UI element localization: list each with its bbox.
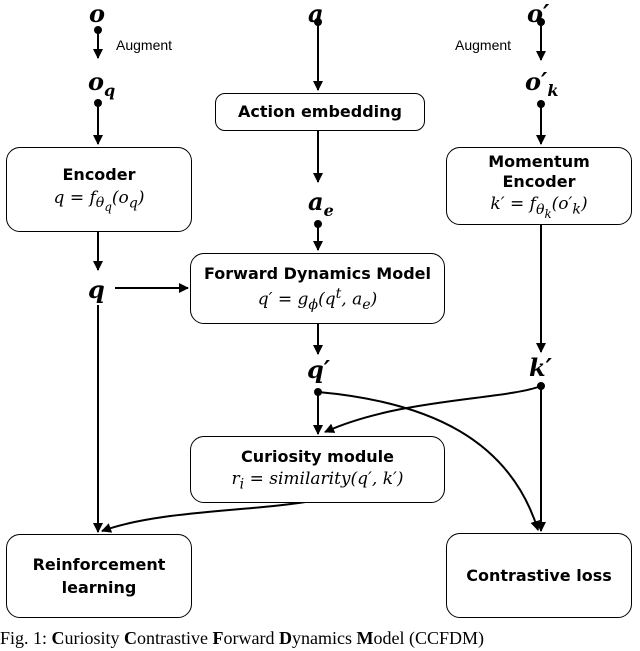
node-q: q [88,275,105,304]
node-o: o [89,0,106,28]
forward-dynamics-formula: q′ = gϕ(qt, ae) [257,286,378,314]
momentum-encoder-label-2: Encoder [502,171,576,191]
dot-oq [94,99,102,107]
encoder-label: Encoder [62,165,136,185]
curiosity-module-formula: ri = similarity(q′, k′) [231,468,404,493]
node-a-e: ae [308,190,334,219]
arrow-curiosity-to-reinforcement [101,499,319,533]
node-o-q-sub: q [104,80,116,100]
node-a: a [308,0,324,28]
node-o-k: o′k [525,70,558,99]
dot-ok [537,100,545,108]
arrow-kprime-to-curiosity [324,385,542,433]
forward-dynamics-label: Forward Dynamics Model [204,263,431,283]
figure-caption: Fig. 1: Curiosity Contrastive Forward Dy… [0,628,485,648]
node-o-q-base: o [88,67,105,96]
contrastive-loss-label: Contrastive loss [466,565,612,585]
node-o-prime: o′ [527,0,550,28]
encoder-box: Encoder q = fθq(oq) [6,147,192,232]
node-q-prime: q′ [307,355,331,384]
reinforcement-learning-box: Reinforcement learning [6,534,192,618]
momentum-encoder-formula: k′ = fθk(o′k) [490,194,588,221]
node-a-e-base: a [308,187,324,216]
action-embedding-box: Action embedding [215,93,425,131]
dot-oprime [537,18,545,26]
reinforcement-label-2: learning [61,578,137,597]
node-k-prime: k′ [529,353,552,382]
encoder-formula: q = fθq(oq) [53,187,145,214]
reinforcement-label-1: Reinforcement [32,554,166,574]
node-o-k-sub: k [547,80,559,100]
dot-ae [314,220,322,228]
augment-label-left: Augment [116,37,173,53]
node-o-q: oq [88,70,115,99]
node-a-e-sub: e [323,200,334,220]
curiosity-module-label: Curiosity module [241,446,394,466]
augment-label-right: Augment [455,37,512,53]
momentum-encoder-box: Momentum Encoder k′ = fθk(o′k) [446,147,632,225]
arrow-qprime-to-contrastive [317,391,541,531]
dot-o [94,26,102,34]
momentum-encoder-label-1: Momentum [488,151,590,171]
contrastive-loss-box: Contrastive loss [446,533,632,618]
dot-a [314,18,322,26]
action-embedding-label: Action embedding [237,102,402,122]
curiosity-module-box: Curiosity module ri = similarity(q′, k′) [190,436,445,503]
forward-dynamics-box: Forward Dynamics Model q′ = gϕ(qt, ae) [190,253,445,324]
node-o-k-base: o′ [525,67,548,96]
